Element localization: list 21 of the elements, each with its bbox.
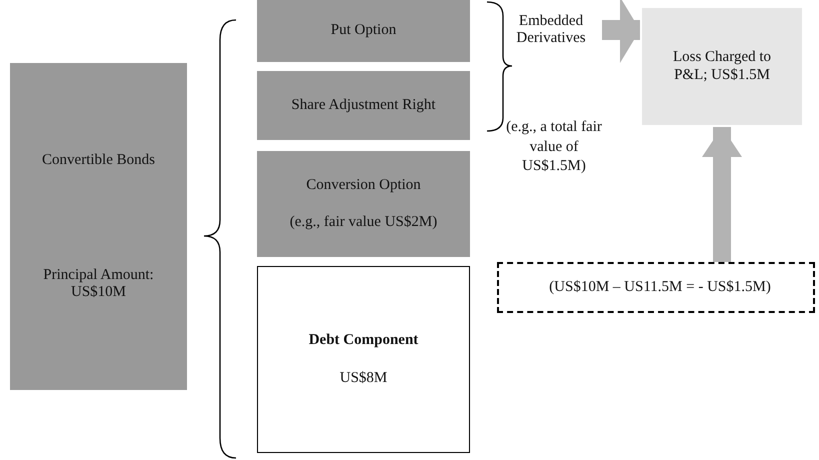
node-text: Debt Component [308, 332, 420, 350]
option-box [257, 151, 470, 257]
node-text: (US$10M – US11.5M = - US$1.5M) [548, 278, 772, 296]
node-text: Convertible Bonds [41, 152, 156, 170]
node-text: Share Adjustment Right [290, 96, 437, 114]
option-box [257, 0, 470, 62]
block-arrow [702, 127, 742, 262]
result-box [642, 8, 802, 125]
debt-box [257, 266, 470, 453]
block-arrow [602, 0, 640, 63]
node-text: (e.g., fair value US$2M) [288, 214, 438, 232]
note-text: (e.g., a total fair value of US$1.5M) [506, 118, 602, 176]
node-text: Principal Amount: US$10M [42, 266, 155, 302]
option-box [257, 71, 470, 140]
node-text: Put Option [330, 22, 398, 40]
node-text: Embedded Derivatives [515, 12, 587, 48]
calculation-box [497, 262, 815, 313]
node-text: US$8M [338, 370, 388, 387]
node-text: Loss Charged to P&L; US$1.5M [672, 49, 772, 84]
node-text: Conversion Option [305, 176, 422, 194]
bond-box [10, 63, 187, 390]
